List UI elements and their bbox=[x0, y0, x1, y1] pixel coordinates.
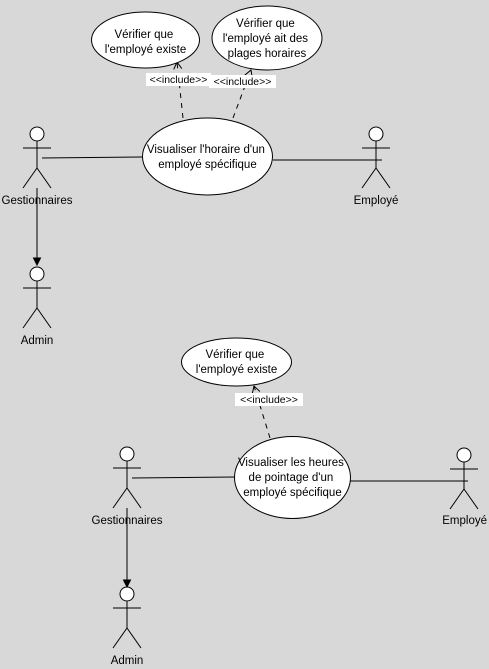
svg-text:<<include>>: <<include>> bbox=[150, 74, 208, 86]
usecase-label-line: l'employé existe bbox=[105, 44, 186, 56]
stick-figure-icon bbox=[361, 126, 391, 189]
stick-figure-icon bbox=[22, 266, 52, 329]
usecase-label-line: l'employé ait des bbox=[223, 33, 309, 45]
actor-label: Employé bbox=[354, 195, 399, 207]
svg-text:Visualiser les heures: Visualiser les heures de pointage d'un e… bbox=[238, 457, 347, 499]
usecase-check-employee-exists[interactable]: Vérifier que l'employé existe bbox=[181, 337, 292, 387]
usecase-label-line: Visualiser l'horaire d'un bbox=[147, 144, 265, 156]
actor-admin[interactable]: Admin bbox=[111, 586, 144, 667]
usecase-check-time-slots[interactable]: Vérifier que l'employé ait des plages ho… bbox=[211, 5, 323, 71]
actor-employee[interactable]: Employé bbox=[354, 126, 399, 207]
usecase-label-line: Vérifier que bbox=[114, 29, 173, 41]
include-label: <<include>> bbox=[235, 393, 303, 406]
actor-label: Admin bbox=[111, 655, 144, 667]
usecase-label-line: de pointage d'un bbox=[249, 472, 334, 484]
actor-admin[interactable]: Admin bbox=[21, 266, 54, 347]
usecase-label-line: Visualiser les heures bbox=[238, 457, 344, 469]
stick-figure-icon bbox=[112, 586, 142, 649]
include-dependency-exists bbox=[173, 60, 184, 119]
actor-employee[interactable]: Employé bbox=[442, 447, 487, 527]
association-manager-usecase bbox=[131, 476, 236, 479]
stick-figure-icon bbox=[22, 126, 52, 189]
svg-text:<<include>>: <<include>> bbox=[240, 394, 298, 406]
svg-text:Vérifier que l'employé: Vérifier que l'employé ait des plages ho… bbox=[223, 18, 312, 60]
diagram-2: <<include>> Visualiser les heures de poi… bbox=[92, 337, 487, 667]
usecase-label-line: Vérifier que bbox=[236, 18, 295, 30]
actor-manager[interactable]: Gestionnaires bbox=[92, 446, 163, 527]
actor-manager[interactable]: Gestionnaires bbox=[2, 126, 73, 207]
svg-text:<<include>>: <<include>> bbox=[214, 76, 272, 88]
association-manager-usecase bbox=[41, 156, 144, 159]
stick-figure-icon bbox=[449, 447, 479, 510]
actor-label: Gestionnaires bbox=[2, 195, 73, 207]
actor-label: Employé bbox=[442, 515, 487, 527]
svg-text:Vérifier que l'employé: Vérifier que l'employé existe bbox=[196, 349, 277, 376]
actor-label: Admin bbox=[21, 335, 54, 347]
usecase-label-line: plages horaires bbox=[228, 48, 307, 60]
usecase-label-line: Vérifier que bbox=[205, 349, 264, 361]
stick-figure-icon bbox=[112, 446, 142, 509]
usecase-view-schedule[interactable]: Visualiser l'horaire d'un employé spécif… bbox=[142, 117, 273, 196]
usecase-check-employee-exists[interactable]: Vérifier que l'employé existe bbox=[91, 11, 200, 69]
include-label: <<include>> bbox=[146, 73, 211, 86]
usecase-label-line: employé spécifique bbox=[243, 487, 341, 499]
svg-text:Visualiser l'horaire d'un: Visualiser l'horaire d'un employé spécif… bbox=[147, 144, 268, 171]
usecase-label-line: employé spécifique bbox=[158, 159, 256, 171]
include-label: <<include>> bbox=[209, 75, 276, 88]
usecase-view-clock-hours[interactable]: Visualiser les heures de pointage d'un e… bbox=[234, 436, 351, 519]
actor-label: Gestionnaires bbox=[92, 515, 163, 527]
usecase-label-line: l'employé existe bbox=[196, 364, 277, 376]
diagram-1: <<include>> <<include>> Visualiser l'hor… bbox=[2, 5, 399, 347]
svg-text:Vérifier que l'employé: Vérifier que l'employé existe bbox=[105, 29, 186, 56]
